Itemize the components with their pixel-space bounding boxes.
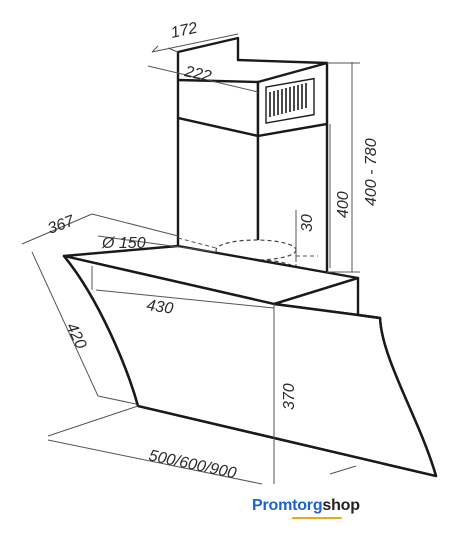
dim-glass-height: 370: [281, 383, 298, 410]
logo-brand: Promtorg: [252, 497, 323, 514]
dim-canopy-depth: 367: [46, 212, 78, 237]
dim-chimney-depth: 222: [182, 63, 213, 85]
logo-underline: [292, 517, 342, 519]
dim-canopy-slope: 420: [62, 320, 89, 352]
dimension-lines: [21, 33, 360, 485]
canopy-side: [272, 276, 360, 317]
vent-grille-icon: [265, 77, 315, 124]
chimney-top-edge: [176, 36, 240, 82]
dim-inner-height: 400: [335, 191, 352, 218]
dim-hood-width: 500/600/900: [147, 447, 238, 482]
dim-chimney-height: 400 - 780: [363, 138, 380, 206]
dim-collar-height: 30: [299, 214, 316, 232]
dim-canopy-width: 430: [145, 297, 174, 318]
dim-chimney-width: 172: [169, 20, 199, 42]
dim-duct-diameter: Ø 150: [101, 235, 146, 252]
promtorgshop-logo: Promtorgshop: [252, 497, 360, 515]
logo-suffix: shop: [322, 497, 360, 514]
